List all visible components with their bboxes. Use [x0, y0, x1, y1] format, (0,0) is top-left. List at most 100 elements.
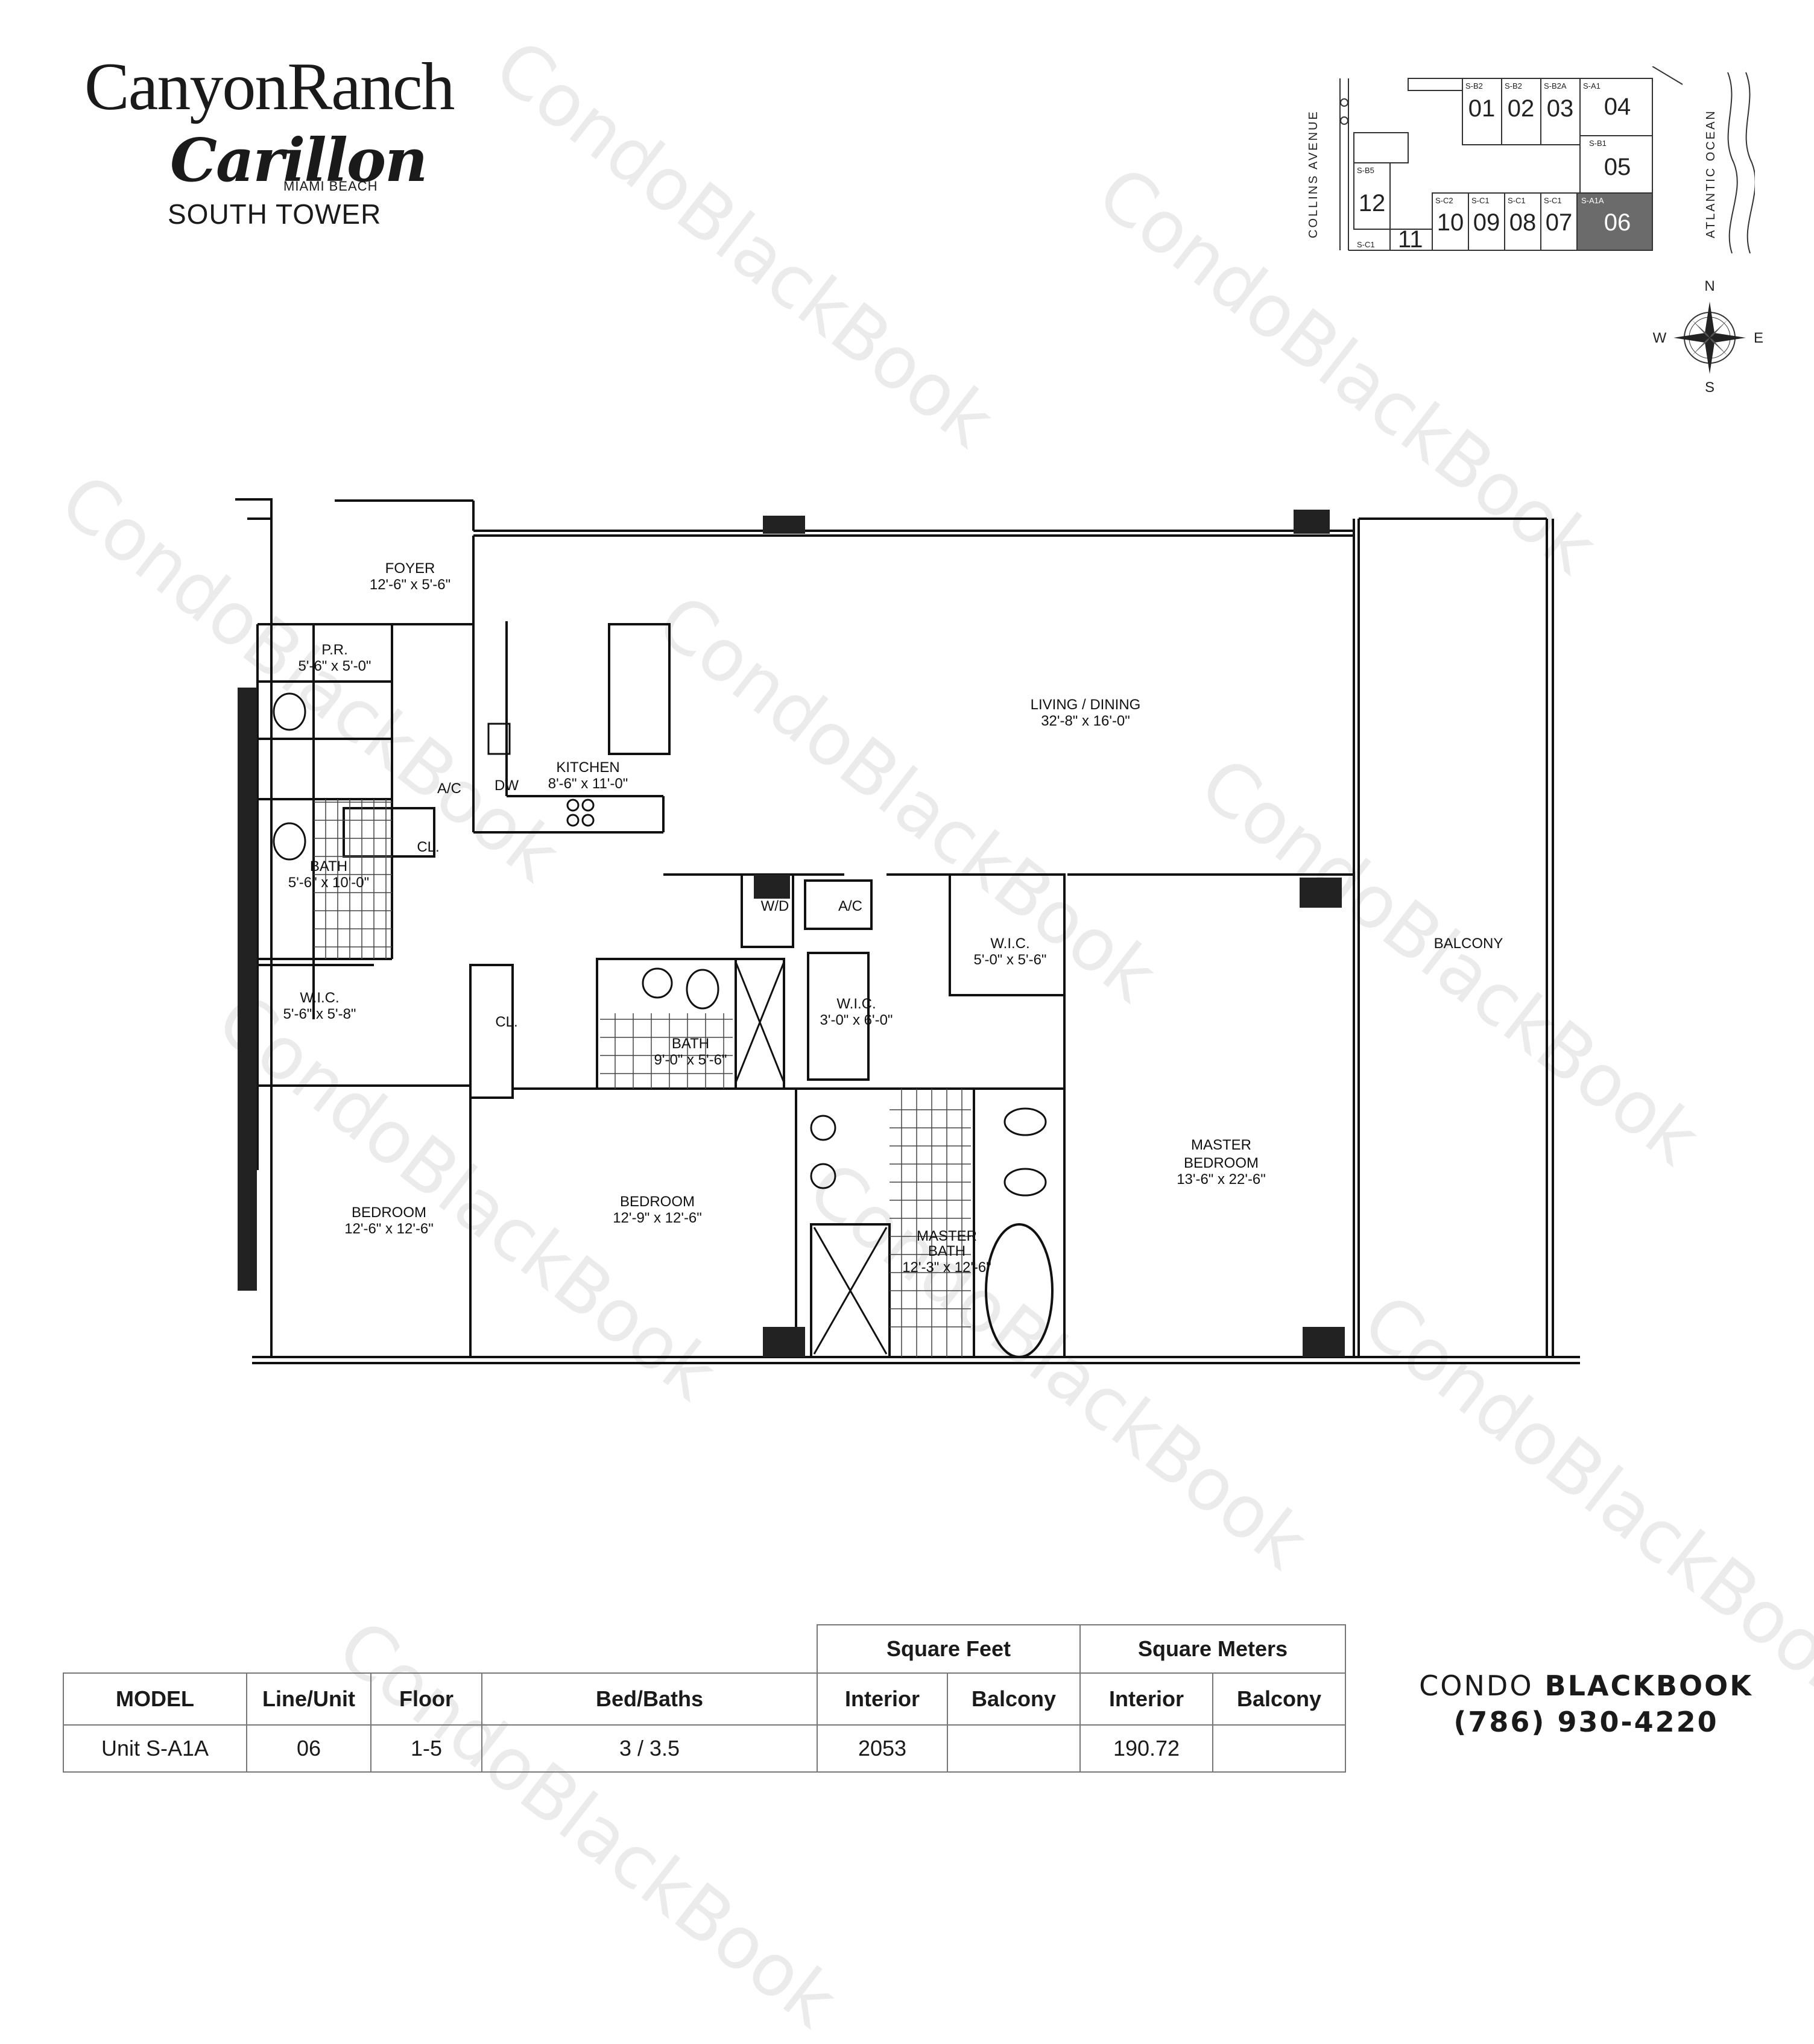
svg-text:MASTER: MASTER: [1191, 1137, 1251, 1153]
svg-text:03: 03: [1547, 95, 1574, 122]
room-label-master-bath: MASTER BATH 12'-3" x 12'-6": [902, 1228, 991, 1276]
brand-location: MIAMI BEACH: [283, 179, 378, 194]
site-unit-06: S-A1A 06: [1576, 192, 1653, 251]
col-sqft-balcony: Balcony: [947, 1672, 1081, 1726]
room-label-master-bedroom: MASTER BEDROOM 13'-6" x 22'-6": [1177, 1137, 1266, 1188]
room-label-foyer: FOYER 12'-6" x 5'-6": [370, 560, 450, 593]
svg-text:BEDROOM: BEDROOM: [620, 1194, 695, 1210]
svg-text:KITCHEN: KITCHEN: [556, 759, 619, 776]
compass-w: W: [1653, 330, 1667, 346]
site-plan: COLLINS AVENUE ATLANTIC OCEAN S-B2 01 S-…: [1307, 66, 1755, 254]
svg-text:S-B1: S-B1: [1589, 139, 1607, 148]
ocean-label: ATLANTIC OCEAN: [1704, 109, 1718, 238]
compass-e: E: [1754, 330, 1763, 346]
unit-spec-table: Square Feet Square Meters MODEL Line/Uni…: [63, 1624, 1346, 1773]
svg-text:11: 11: [1398, 226, 1423, 253]
col-sqft-interior: Interior: [817, 1672, 948, 1726]
svg-text:04: 04: [1604, 93, 1631, 120]
dishwasher-label: DW: [495, 777, 519, 794]
svg-text:LIVING / DINING: LIVING / DINING: [1031, 697, 1141, 713]
room-label-bath-1: BATH 5'-6" x 10'-0": [288, 858, 369, 891]
site-unit-12: S-B5 12: [1353, 162, 1391, 230]
svg-text:S-A1: S-A1: [1583, 81, 1601, 90]
compass-n: N: [1704, 278, 1714, 294]
site-unit-08: S-C1 08: [1504, 192, 1541, 251]
site-unit-01: S-B2 01: [1462, 78, 1502, 145]
contact-brand: CONDO BLACKBOOK: [1381, 1669, 1791, 1702]
svg-text:BEDROOM: BEDROOM: [352, 1204, 426, 1221]
svg-text:05: 05: [1604, 154, 1631, 180]
site-unit-11: S-C1 11: [1357, 226, 1433, 253]
svg-text:S-B2: S-B2: [1465, 81, 1483, 90]
col-model: MODEL: [63, 1672, 247, 1726]
room-label-wic-2: W.I.C. 3'-0" x 6'-0": [820, 996, 893, 1028]
svg-text:5'-0" x 5'-6": 5'-0" x 5'-6": [974, 952, 1047, 968]
square-feet-header: Square Feet: [817, 1624, 1081, 1674]
room-label-bedroom-2: BEDROOM 12'-9" x 12'-6": [613, 1194, 702, 1226]
room-label-bath-2: BATH 9'-0" x 5'-6": [654, 1036, 727, 1068]
site-unit-05: S-B1 05: [1579, 135, 1653, 194]
svg-text:S-C1: S-C1: [1471, 196, 1490, 205]
svg-text:08: 08: [1509, 209, 1537, 236]
svg-text:BALCONY: BALCONY: [1434, 935, 1503, 952]
svg-text:07: 07: [1546, 209, 1573, 236]
ac-label: A/C: [838, 898, 862, 914]
cell-sqm-balcony: [1212, 1724, 1346, 1773]
site-unit-09: S-C1 09: [1468, 192, 1505, 251]
site-unit-07: S-C1 07: [1540, 192, 1578, 251]
room-label-bedroom-1: BEDROOM 12'-6" x 12'-6": [344, 1204, 434, 1237]
site-unit-02: S-B2 02: [1501, 78, 1541, 145]
closet-label: CL.: [495, 1014, 517, 1030]
svg-text:9'-0" x 5'-6": 9'-0" x 5'-6": [654, 1052, 727, 1068]
site-unit-10: S-C2 10: [1432, 192, 1469, 251]
svg-text:10: 10: [1437, 209, 1464, 236]
room-label-powder: P.R. 5'-6" x 5'-0": [299, 642, 371, 674]
floor-plan: FOYER 12'-6" x 5'-6" P.R. 5'-6" x 5'-0" …: [235, 498, 1580, 1364]
svg-text:5'-6" x 10'-0": 5'-6" x 10'-0": [288, 875, 369, 891]
contact-phone[interactable]: (786) 930-4220: [1453, 1706, 1719, 1738]
brand-bold: BLACKBOOK: [1544, 1669, 1753, 1702]
watermark: CondoBlackBook: [479, 24, 1009, 464]
svg-text:BATH: BATH: [310, 858, 347, 875]
washer-dryer-label: W/D: [761, 898, 789, 914]
svg-text:12'-6" x 12'-6": 12'-6" x 12'-6": [344, 1221, 434, 1237]
svg-text:BATH: BATH: [672, 1036, 709, 1052]
room-label-living-dining: LIVING / DINING 32'-8" x 16'-0": [1031, 697, 1141, 729]
svg-text:8'-6" x 11'-0": 8'-6" x 11'-0": [548, 776, 628, 792]
col-line-unit: Line/Unit: [246, 1672, 371, 1726]
svg-text:12: 12: [1359, 190, 1386, 217]
svg-text:S-B2A: S-B2A: [1544, 81, 1567, 90]
svg-text:S-A1A: S-A1A: [1581, 196, 1604, 205]
svg-text:S-C1: S-C1: [1544, 196, 1562, 205]
brand-light: CONDO: [1419, 1669, 1534, 1702]
svg-text:06: 06: [1604, 209, 1631, 236]
svg-text:FOYER: FOYER: [385, 560, 435, 577]
room-label-wic-1: W.I.C. 5'-6" x 5'-8": [283, 990, 356, 1022]
svg-text:5'-6" x 5'-8": 5'-6" x 5'-8": [283, 1006, 356, 1022]
svg-text:5'-6" x 5'-0": 5'-6" x 5'-0": [299, 658, 371, 674]
svg-text:P.R.: P.R.: [321, 642, 348, 658]
site-unit-03: S-B2A 03: [1540, 78, 1581, 145]
svg-text:S-C1: S-C1: [1508, 196, 1526, 205]
ac-label: A/C: [437, 780, 461, 797]
svg-text:09: 09: [1473, 209, 1500, 236]
cell-sqft-interior: 2053: [817, 1724, 948, 1773]
svg-text:S-B2: S-B2: [1505, 81, 1522, 90]
svg-text:32'-8" x 16'-0": 32'-8" x 16'-0": [1041, 713, 1130, 729]
svg-text:12'-6" x 5'-6": 12'-6" x 5'-6": [370, 577, 450, 593]
table-row: Unit S-A1A 06 1-5 3 / 3.5 2053 190.72: [63, 1724, 1346, 1773]
site-unit-04: S-A1 04: [1579, 78, 1653, 136]
svg-text:12'-3" x 12'-6": 12'-3" x 12'-6": [902, 1259, 991, 1276]
svg-text:MASTER: MASTER: [917, 1228, 977, 1244]
svg-text:3'-0" x 6'-0": 3'-0" x 6'-0": [820, 1012, 893, 1028]
square-meters-header: Square Meters: [1079, 1624, 1346, 1674]
compass-rose-icon: N S W E: [1653, 278, 1763, 396]
room-label-kitchen: KITCHEN 8'-6" x 11'-0": [548, 759, 628, 792]
col-bed-baths: Bed/Baths: [481, 1672, 818, 1726]
col-sqm-interior: Interior: [1079, 1672, 1213, 1726]
room-label-balcony: BALCONY: [1434, 935, 1503, 952]
svg-text:BEDROOM: BEDROOM: [1184, 1155, 1259, 1171]
svg-text:12'-9" x 12'-6": 12'-9" x 12'-6": [613, 1210, 702, 1226]
svg-text:W.I.C.: W.I.C.: [990, 935, 1029, 952]
svg-text:01: 01: [1468, 95, 1496, 122]
